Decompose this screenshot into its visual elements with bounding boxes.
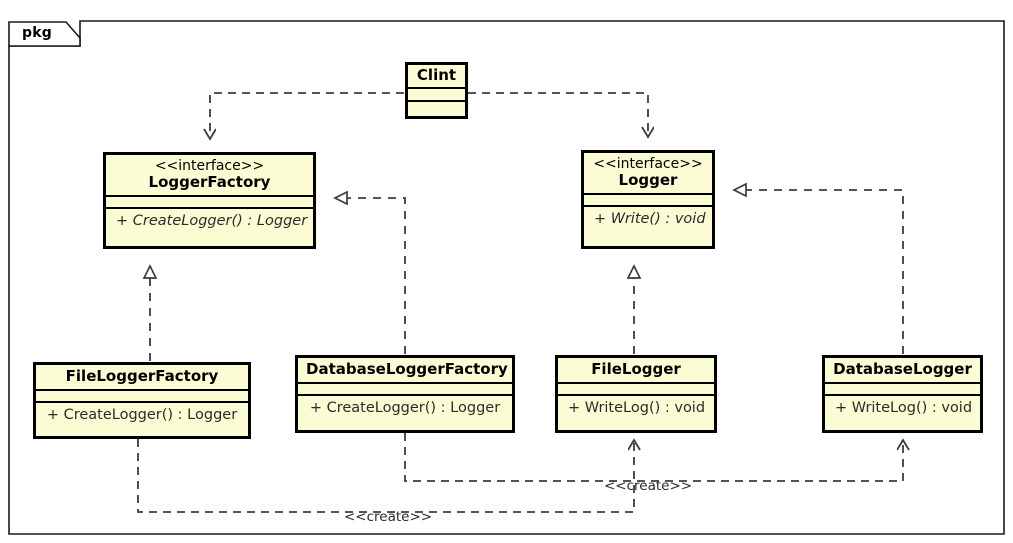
compartment-divider	[106, 195, 313, 198]
operation-logger-write: + Write() : void	[584, 207, 712, 233]
class-header-logger-factory: <<interface>> LoggerFactory	[106, 155, 313, 196]
class-box-file-logger[interactable]: FileLogger + WriteLog() : void	[555, 355, 717, 433]
stereotype-logger: <<interface>>	[593, 156, 703, 172]
compartment-divider	[558, 382, 714, 385]
edge-clint-to-logger	[468, 92, 648, 136]
compartment-divider	[36, 389, 248, 392]
package-frame	[8, 20, 1005, 535]
attributes-compartment-clint	[408, 89, 465, 101]
class-box-file-logger-factory[interactable]: FileLoggerFactory + CreateLogger() : Log…	[33, 362, 251, 439]
class-name-clint: Clint	[416, 66, 457, 84]
class-name-file-logger: FileLogger	[591, 360, 681, 378]
compartment-divider	[408, 87, 465, 90]
class-header-database-logger-factory: DatabaseLoggerFactory	[298, 358, 512, 383]
compartment-divider	[298, 394, 512, 397]
attributes-compartment-logger	[584, 195, 712, 206]
edge-label-create-file: <<create>>	[344, 509, 433, 525]
operation-logger-factory-createlogger: + CreateLogger() : Logger	[106, 209, 313, 235]
class-header-file-logger-factory: FileLoggerFactory	[36, 365, 248, 390]
class-box-clint[interactable]: Clint	[405, 62, 468, 119]
compartment-divider	[298, 382, 512, 385]
compartment-divider	[408, 100, 465, 103]
class-header-file-logger: FileLogger	[558, 358, 714, 383]
class-name-logger: Logger	[618, 171, 678, 190]
compartment-divider	[558, 394, 714, 397]
operations-compartment-clint	[408, 102, 465, 116]
operation-database-logger-factory-createlogger: + CreateLogger() : Logger	[298, 396, 512, 422]
compartment-divider	[584, 193, 712, 196]
attributes-compartment-database-logger	[825, 384, 980, 395]
edge-clint-to-logger-factory	[210, 92, 404, 138]
class-name-database-logger-factory: DatabaseLoggerFactory	[306, 360, 508, 378]
compartment-divider	[825, 394, 980, 397]
class-name-database-logger: DatabaseLogger	[833, 360, 972, 378]
stereotype-logger-factory: <<interface>>	[154, 158, 265, 174]
operation-file-logger-writelog: + WriteLog() : void	[558, 396, 714, 422]
edge-label-create-database: <<create>>	[604, 478, 693, 494]
compartment-divider	[36, 401, 248, 404]
class-box-logger[interactable]: <<interface>> Logger + Write() : void	[581, 150, 715, 249]
compartment-divider	[106, 207, 313, 210]
attributes-compartment-database-logger-factory	[298, 384, 512, 395]
class-header-database-logger: DatabaseLogger	[825, 358, 980, 383]
class-box-database-logger[interactable]: DatabaseLogger + WriteLog() : void	[822, 355, 983, 433]
edge-database-logger-factory-realizes-logger-factory	[335, 198, 406, 354]
operation-database-logger-writelog: + WriteLog() : void	[825, 396, 980, 422]
class-header-clint: Clint	[408, 65, 465, 88]
class-name-file-logger-factory: FileLoggerFactory	[65, 367, 219, 385]
compartment-divider	[825, 382, 980, 385]
package-label: pkg	[22, 25, 52, 41]
attributes-compartment-file-logger	[558, 384, 714, 395]
class-header-logger: <<interface>> Logger	[584, 153, 712, 194]
class-box-logger-factory[interactable]: <<interface>> LoggerFactory + CreateLogg…	[103, 152, 316, 249]
attributes-compartment-logger-factory	[106, 197, 313, 208]
edge-file-logger-factory-creates-file-logger	[137, 439, 634, 513]
class-name-logger-factory: LoggerFactory	[148, 173, 271, 192]
edge-database-logger-factory-creates-database-logger	[404, 433, 903, 482]
edge-database-logger-realizes-logger	[734, 190, 904, 354]
class-box-database-logger-factory[interactable]: DatabaseLoggerFactory + CreateLogger() :…	[295, 355, 515, 433]
attributes-compartment-file-logger-factory	[36, 391, 248, 402]
compartment-divider	[584, 205, 712, 208]
operation-file-logger-factory-createlogger: + CreateLogger() : Logger	[36, 403, 248, 429]
